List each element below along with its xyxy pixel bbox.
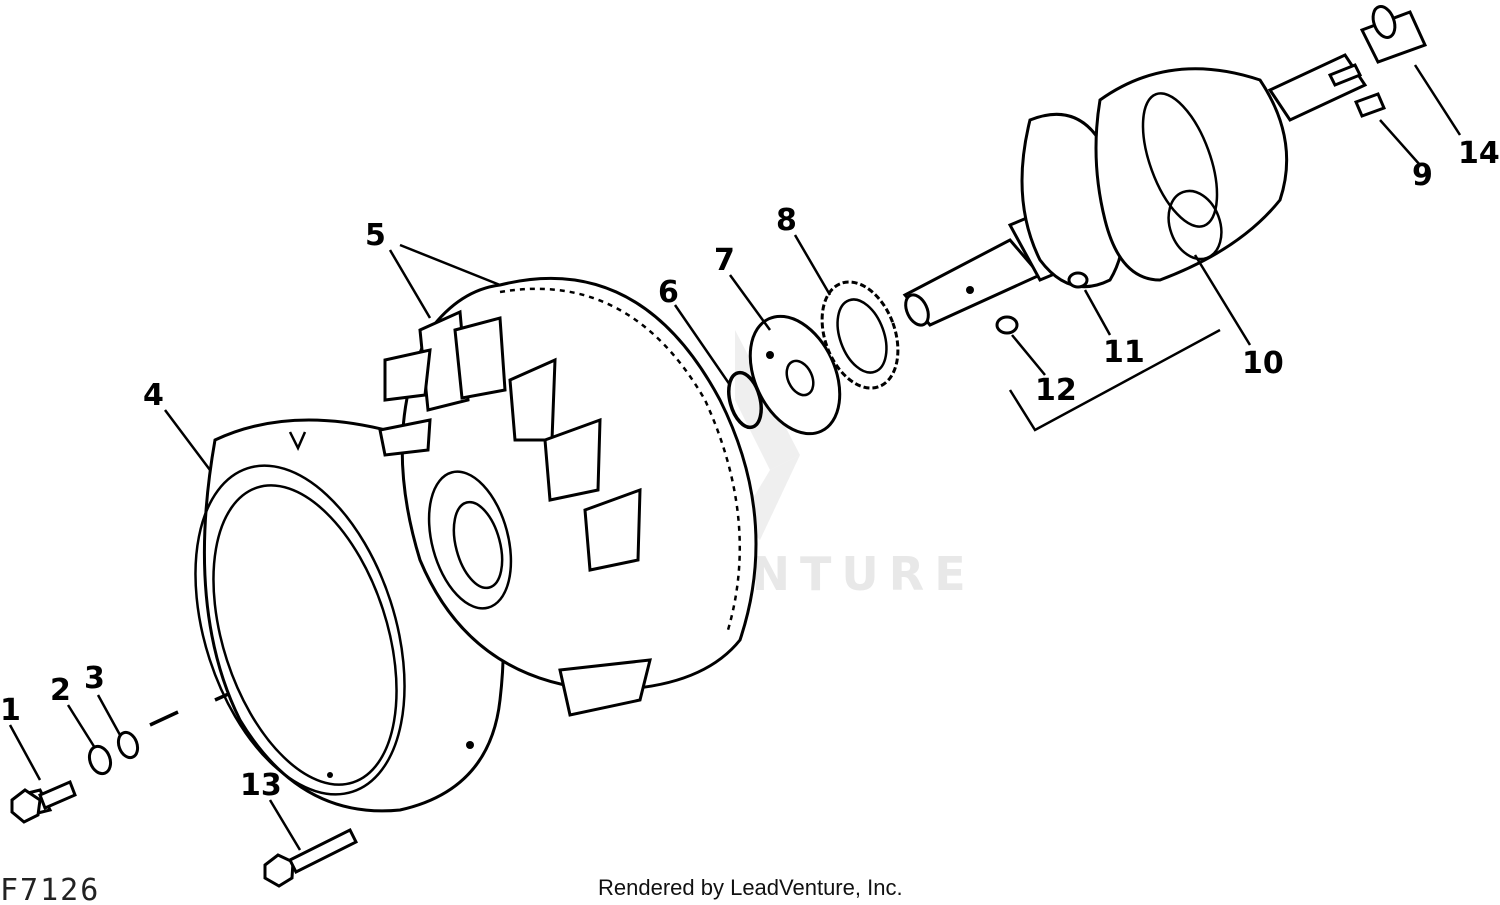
- leader-lines: [8, 64, 1462, 851]
- callout-12: 12: [1035, 373, 1077, 408]
- small-parts: [995, 271, 1089, 335]
- callout-8: 8: [776, 203, 797, 238]
- crank-gear: [820, 280, 900, 390]
- flywheel: [378, 276, 758, 717]
- callout-14: 14: [1458, 136, 1500, 171]
- woodruff-key: [1353, 92, 1387, 118]
- fasteners: [10, 730, 359, 888]
- callout-4: 4: [143, 378, 164, 413]
- callout-labels: 1 2 3 4 5 6 7 8 9 10 11 12 13 14: [0, 136, 1500, 803]
- callout-3: 3: [84, 661, 105, 696]
- callout-6: 6: [658, 275, 679, 310]
- callout-1: 1: [0, 693, 21, 728]
- render-credit: Rendered by LeadVenture, Inc.: [598, 875, 903, 900]
- callout-2: 2: [50, 673, 71, 708]
- figure-id: F7126: [0, 873, 100, 905]
- callout-11: 11: [1103, 335, 1145, 370]
- callout-9: 9: [1412, 158, 1433, 193]
- bushing: [1359, 5, 1428, 64]
- callout-13: 13: [240, 768, 282, 803]
- callout-5: 5: [365, 218, 386, 253]
- crankshaft: [902, 53, 1368, 327]
- callout-7: 7: [714, 243, 735, 278]
- callout-10: 10: [1242, 346, 1284, 381]
